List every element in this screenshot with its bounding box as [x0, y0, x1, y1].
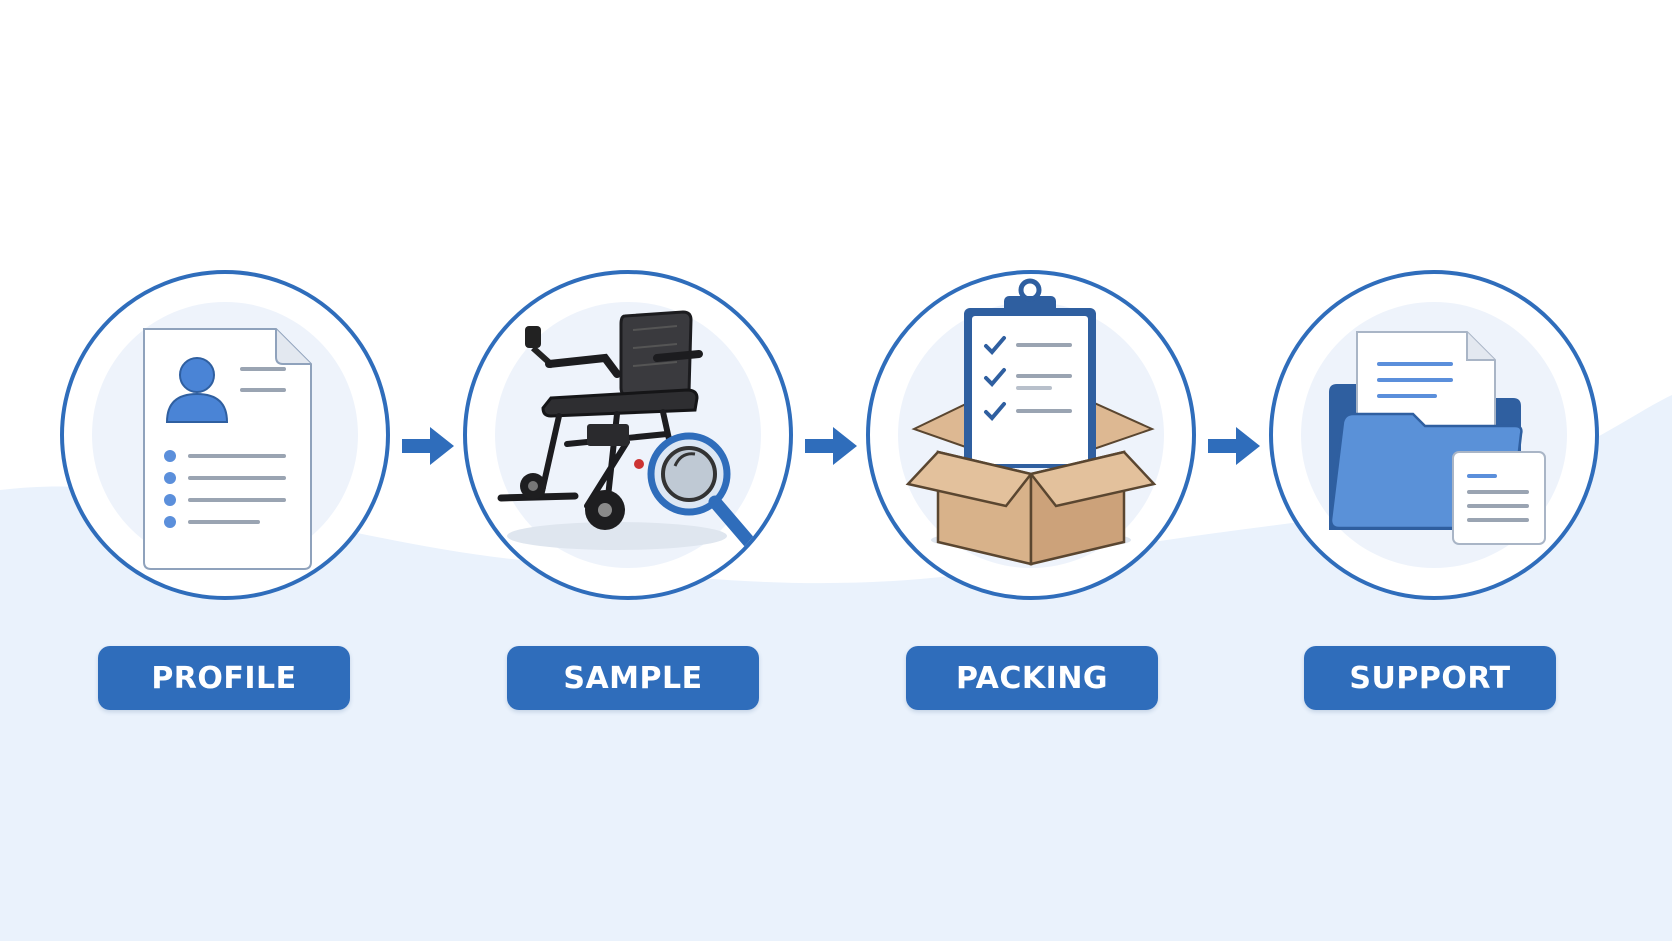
step-label-text: SAMPLE	[563, 660, 703, 696]
step-label-text: SUPPORT	[1349, 660, 1511, 696]
step-label-text: PROFILE	[151, 660, 297, 696]
step-label-packing: PACKING	[906, 646, 1158, 710]
step-label-profile: PROFILE	[98, 646, 350, 710]
step-circle-sample	[463, 270, 793, 600]
step-label-support: SUPPORT	[1304, 646, 1556, 710]
wheelchair-magnifier-icon	[495, 302, 761, 568]
arrow-right-icon	[805, 427, 857, 465]
arrow-right-icon	[1208, 427, 1260, 465]
folder-documents-icon	[1301, 302, 1567, 568]
step-circle-profile	[60, 270, 390, 600]
step-label-text: PACKING	[955, 660, 1109, 696]
arrow-right-icon	[402, 427, 454, 465]
clipboard-box-icon	[898, 278, 1164, 568]
step-circle-support	[1269, 270, 1599, 600]
step-label-sample: SAMPLE	[507, 646, 759, 710]
step-circle-packing	[866, 270, 1196, 600]
profile-document-icon	[92, 302, 358, 570]
